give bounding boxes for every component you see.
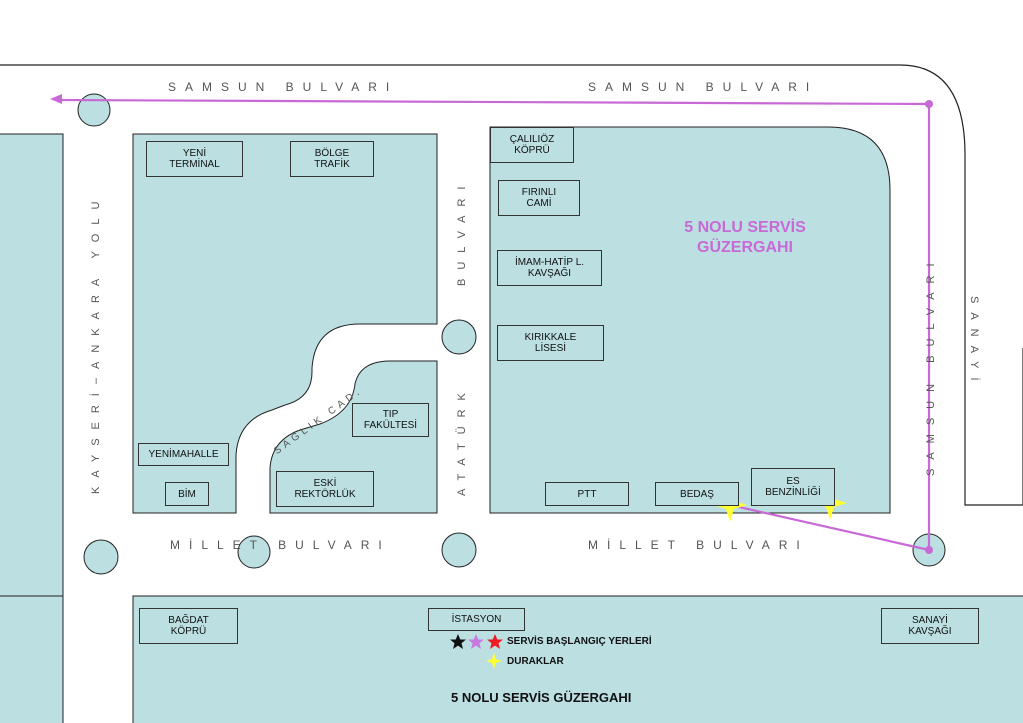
route-arrow-icon — [50, 94, 62, 104]
roundabout — [441, 532, 477, 568]
road-sanayi: SANAYİ — [968, 296, 980, 390]
place-yenimahalle: YENİMAHALLE — [138, 443, 229, 466]
road-samsun-right: SAMSUN BULVARI — [925, 254, 937, 476]
star-red-icon — [487, 634, 503, 649]
road-samsun-top-left: SAMSUN BULVARI — [168, 80, 399, 94]
place-yeni-terminal: YENİ TERMİNAL — [146, 141, 243, 177]
place-bagdat-kopru: BAĞDAT KÖPRÜ — [139, 608, 238, 644]
roundabout — [77, 93, 111, 127]
road-samsun-top-right: SAMSUN BULVARI — [588, 80, 819, 94]
place-imam-hatip: İMAM-HATİP L. KAVŞAĞI — [497, 250, 602, 286]
place-ptt: PTT — [545, 482, 629, 506]
place-calilioz-kopru: ÇALILIÖZ KÖPRÜ — [490, 127, 574, 163]
legend-stops: DURAKLAR — [507, 656, 564, 667]
route-turn-dot — [925, 100, 933, 108]
place-bim: BİM — [165, 482, 209, 506]
place-sanayi-kavsagi: SANAYİ KAVŞAĞI — [881, 608, 979, 644]
route-start-dot — [925, 546, 933, 554]
legend-start-points: SERVİS BAŞLANGIÇ YERLERİ — [507, 636, 652, 647]
place-tip-fakultesi: TIP FAKÜLTESİ — [352, 403, 429, 437]
route-title: 5 NOLU SERVİS GÜZERGAHI — [684, 219, 806, 256]
road-ataturk-upper: BULVARI — [456, 177, 468, 286]
roundabout — [83, 539, 119, 575]
place-istasyon: İSTASYON — [428, 608, 525, 631]
place-bolge-trafik: BÖLGE TRAFİK — [290, 141, 374, 177]
block-center-left — [132, 133, 438, 514]
roundabout — [237, 535, 271, 569]
road-millet-left: MİLLET BULVARI — [170, 538, 391, 552]
place-eski-rektorluk: ESKİ REKTÖRLÜK — [276, 471, 374, 507]
place-bedas: BEDAŞ — [655, 482, 739, 506]
bottom-title: 5 NOLU SERVİS GÜZERGAHI — [451, 690, 632, 705]
road-outline — [0, 64, 1023, 506]
star-purple-icon — [468, 634, 484, 649]
road-kayseri: KAYSERİ–ANKARA YOLU — [90, 192, 102, 494]
place-firinli-cami: FIRINLI CAMİ — [498, 180, 580, 216]
star-black-icon — [450, 634, 466, 649]
stop-legend-icon — [486, 653, 502, 669]
road-millet-right: MİLLET BULVARI — [588, 538, 809, 552]
block-bottom — [132, 595, 1023, 723]
roundabout — [441, 319, 477, 355]
place-kirikkale-lisesi: KIRIKKALE LİSESİ — [497, 325, 604, 361]
place-es-benzinligi: ES BENZİNLİĞİ — [751, 468, 835, 506]
block-right — [489, 126, 891, 514]
block-bottom-left — [0, 595, 64, 723]
road-ataturk-lower: ATATÜRK — [456, 384, 468, 496]
